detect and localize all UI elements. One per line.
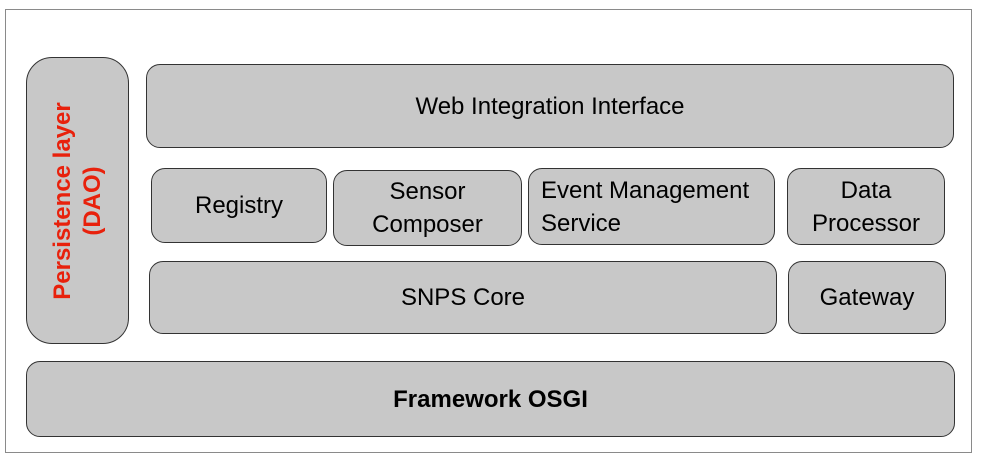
persistence-layer-label: Persistence layer (DAO) (48, 102, 108, 299)
sensor-composer-box: Sensor Composer (333, 170, 522, 246)
data-processor-label: Data Processor (812, 174, 920, 240)
data-processor-box: Data Processor (787, 168, 945, 245)
registry-label: Registry (194, 192, 284, 219)
sensor-composer-line1: Sensor (389, 178, 466, 205)
snps-core-label: SNPS Core (400, 284, 526, 311)
framework-osgi-box: Framework OSGI (26, 361, 955, 437)
sensor-composer-line2: Composer (372, 211, 483, 238)
persistence-layer-title: Persistence layer (48, 101, 76, 300)
web-integration-interface-label: Web Integration Interface (415, 92, 685, 120)
snps-core-box: SNPS Core (149, 261, 777, 334)
data-processor-line2: Processor (811, 209, 921, 237)
event-management-service-box: Event Management Service (528, 168, 775, 245)
gateway-box: Gateway (788, 261, 946, 334)
event-management-line2: Service (541, 209, 622, 237)
registry-box: Registry (151, 168, 327, 243)
event-management-service-label: Event Management Service (541, 174, 749, 240)
gateway-label: Gateway (819, 284, 915, 311)
sensor-composer-label: Sensor Composer (372, 175, 483, 241)
persistence-layer-box: Persistence layer (DAO) (26, 57, 129, 344)
event-management-line1: Event Management (541, 176, 750, 204)
web-integration-interface-box: Web Integration Interface (146, 64, 954, 148)
framework-osgi-label: Framework OSGI (393, 385, 588, 413)
data-processor-line1: Data (840, 176, 892, 204)
persistence-layer-subtitle: (DAO) (78, 165, 106, 236)
